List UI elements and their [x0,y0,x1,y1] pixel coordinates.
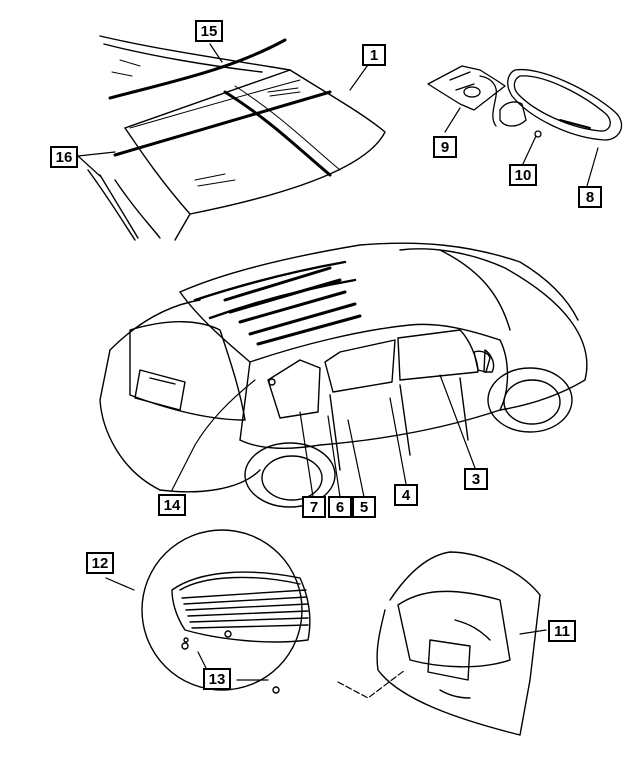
callout-10: 10 [509,164,537,186]
callout-8: 8 [578,186,602,208]
callout-1: 1 [362,44,386,66]
callout-4: 4 [394,484,418,506]
liftgate-illustration [376,551,541,736]
callout-13: 13 [203,668,231,690]
rear-window-detail [141,529,311,694]
windshield-illustration [87,35,386,241]
callout-9: 9 [433,136,457,158]
mirror-illustration [427,65,623,141]
callout-3: 3 [464,468,488,490]
leader-lines [77,43,599,699]
vehicle-illustration [99,242,588,508]
callout-15: 15 [195,20,223,42]
callout-16: 16 [50,146,78,168]
callout-6: 6 [328,496,352,518]
callout-14: 14 [158,494,186,516]
callout-7: 7 [302,496,326,518]
callout-5: 5 [352,496,376,518]
callout-12: 12 [86,552,114,574]
callout-11: 11 [548,620,576,642]
